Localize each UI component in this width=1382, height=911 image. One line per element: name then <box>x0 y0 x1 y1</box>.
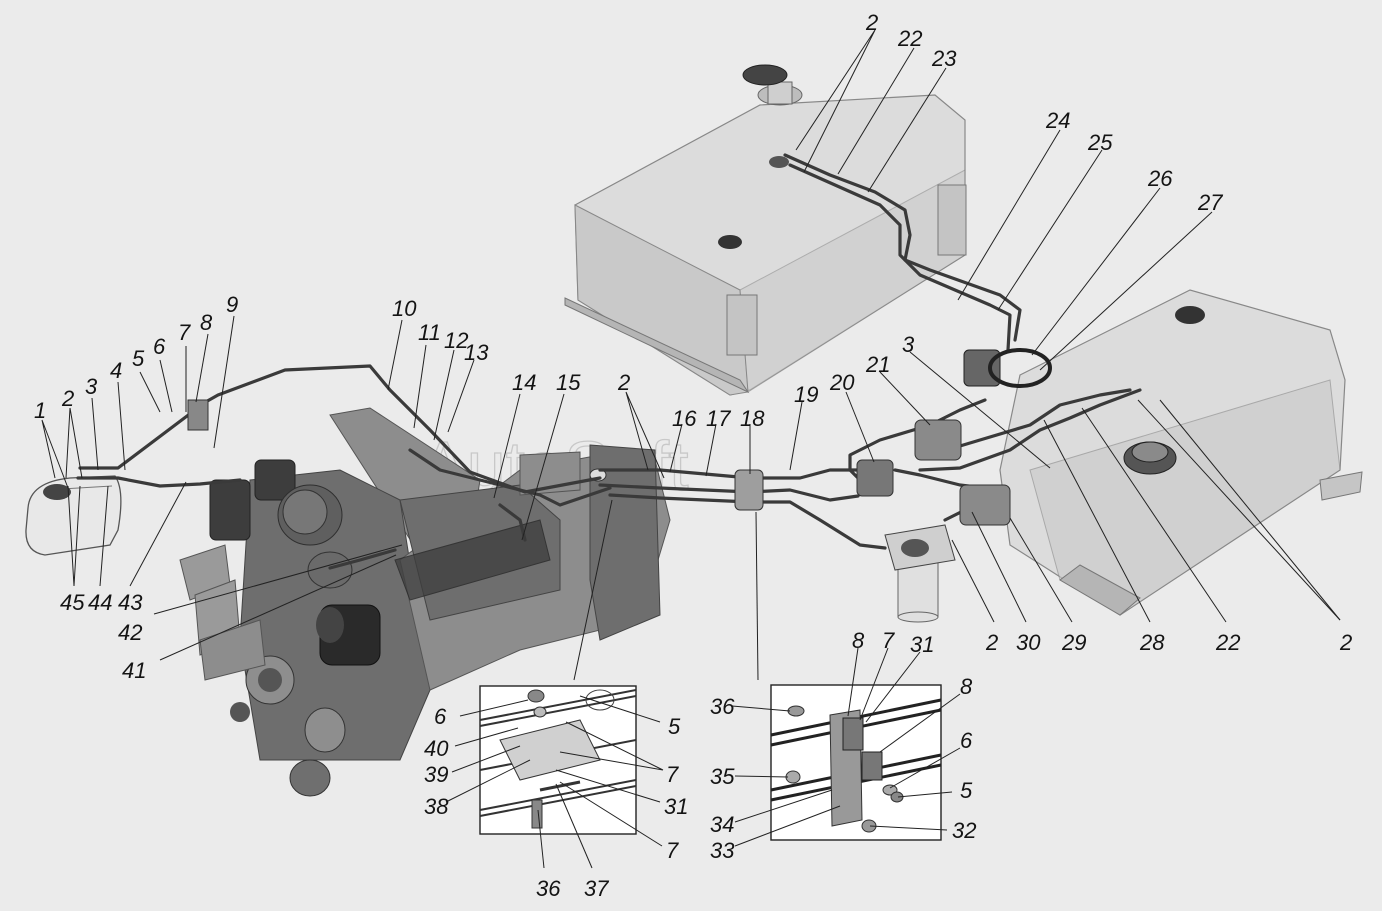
callout-9: 9 <box>226 292 238 317</box>
callout-7-inset-bottom: 7 <box>666 838 679 863</box>
callout-13: 13 <box>464 340 489 365</box>
callout-43: 43 <box>118 590 143 615</box>
callout-10: 10 <box>392 296 417 321</box>
callout-8-inset-right: 8 <box>960 674 973 699</box>
callout-4: 4 <box>110 358 122 383</box>
callout-19: 19 <box>794 382 818 407</box>
callout-30: 30 <box>1016 630 1041 655</box>
callout-15: 15 <box>556 370 581 395</box>
callout-1: 1 <box>34 398 46 423</box>
callout-34: 34 <box>710 812 734 837</box>
callout-25: 25 <box>1087 130 1113 155</box>
fuel-lines <box>76 153 1142 570</box>
callout-14: 14 <box>512 370 536 395</box>
callout-37: 37 <box>584 876 609 901</box>
callout-26: 26 <box>1147 166 1173 191</box>
callout-38: 38 <box>424 794 449 819</box>
callout-24: 24 <box>1045 108 1070 133</box>
callout-22-top: 22 <box>897 26 922 51</box>
callout-6: 6 <box>153 334 166 359</box>
callout-7-inset: 7 <box>666 762 679 787</box>
callout-17: 17 <box>706 406 731 431</box>
lower-fuel-tank <box>999 289 1363 616</box>
callout-2: 2 <box>61 386 74 411</box>
callout-44: 44 <box>88 590 112 615</box>
callout-6-inset: 6 <box>434 704 447 729</box>
callout-3: 3 <box>85 374 98 399</box>
callout-7: 7 <box>178 320 191 345</box>
preheater-unit <box>25 475 122 556</box>
callout-21: 21 <box>865 352 890 377</box>
callout-8: 8 <box>200 310 213 335</box>
callout-16: 16 <box>672 406 697 431</box>
callout-36-left: 36 <box>536 876 561 901</box>
callout-2-center: 2 <box>617 370 630 395</box>
callout-39: 39 <box>424 762 448 787</box>
leader-lines <box>41 29 1341 869</box>
callout-31-inset: 31 <box>664 794 688 819</box>
callout-2-right: 2 <box>1339 630 1352 655</box>
callout-7-inset-right: 7 <box>882 628 895 653</box>
callout-28: 28 <box>1139 630 1165 655</box>
detail-inset-left <box>479 685 637 835</box>
callout-29: 29 <box>1061 630 1086 655</box>
callout-45: 45 <box>60 590 85 615</box>
callout-2-bottom: 2 <box>985 630 998 655</box>
callout-12: 12 <box>444 328 468 353</box>
callout-5-inset: 5 <box>668 714 681 739</box>
callout-5-inset-right: 5 <box>960 778 973 803</box>
upper-fuel-tank <box>564 64 967 396</box>
engine-assembly <box>179 407 671 797</box>
callout-3-right: 3 <box>902 332 915 357</box>
callout-2-top: 2 <box>865 10 878 35</box>
callout-22-bottom: 22 <box>1215 630 1240 655</box>
callout-40: 40 <box>424 736 449 761</box>
callout-11: 11 <box>418 320 441 345</box>
callout-8-inset: 8 <box>852 628 865 653</box>
detail-inset-right <box>770 684 942 841</box>
callout-labels: 1 2 3 4 5 6 7 8 9 10 11 12 13 14 15 2 16… <box>34 10 1352 901</box>
callout-41: 41 <box>122 658 146 683</box>
callout-36-right: 36 <box>710 694 735 719</box>
callout-33: 33 <box>710 838 735 863</box>
callout-42: 42 <box>118 620 142 645</box>
callout-6-inset-right: 6 <box>960 728 973 753</box>
callout-20: 20 <box>829 370 855 395</box>
fuel-filter <box>884 524 956 623</box>
callout-27: 27 <box>1197 190 1223 215</box>
callout-32: 32 <box>952 818 976 843</box>
callout-23: 23 <box>931 46 957 71</box>
callout-5: 5 <box>132 346 145 371</box>
callout-18: 18 <box>740 406 765 431</box>
callout-35: 35 <box>710 764 735 789</box>
callout-31-inset-right: 31 <box>910 632 934 657</box>
